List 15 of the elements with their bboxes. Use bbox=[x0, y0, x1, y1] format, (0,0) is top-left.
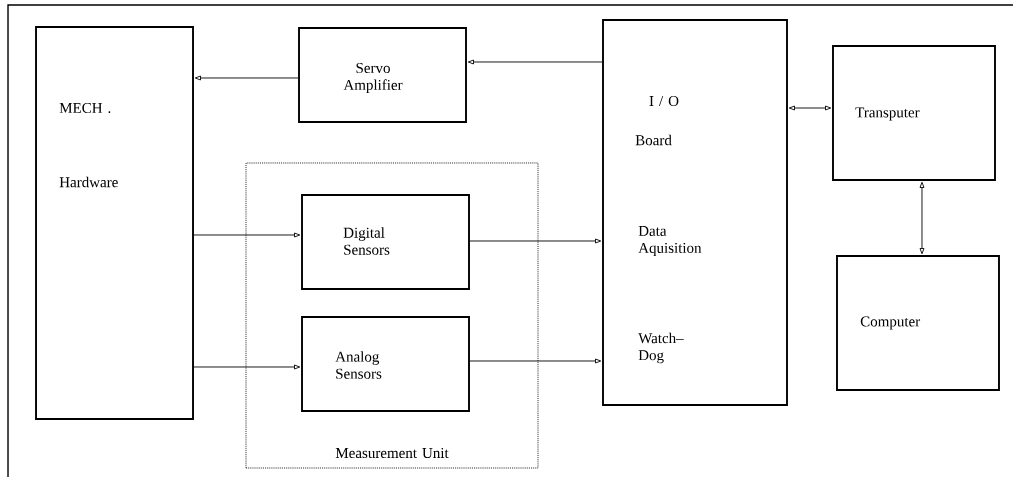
block-box: I / O Board Data Aquisition Watch– Dog bbox=[602, 19, 788, 406]
block-box: Computer bbox=[836, 255, 1000, 391]
arrow bbox=[193, 232, 301, 238]
arrow bbox=[919, 181, 925, 255]
block-box: MECH . Hardware bbox=[35, 26, 194, 420]
arrow bbox=[467, 59, 603, 65]
arrow bbox=[194, 75, 299, 81]
arrow bbox=[788, 105, 832, 111]
arrow bbox=[469, 238, 602, 244]
block-box: Analog Sensors bbox=[301, 316, 470, 412]
arrow bbox=[469, 358, 602, 364]
block-box: Transputer bbox=[832, 45, 996, 181]
block-box: Digital Sensors bbox=[301, 194, 470, 290]
block-box: Servo Amplifier bbox=[298, 27, 467, 123]
arrow bbox=[193, 364, 301, 370]
